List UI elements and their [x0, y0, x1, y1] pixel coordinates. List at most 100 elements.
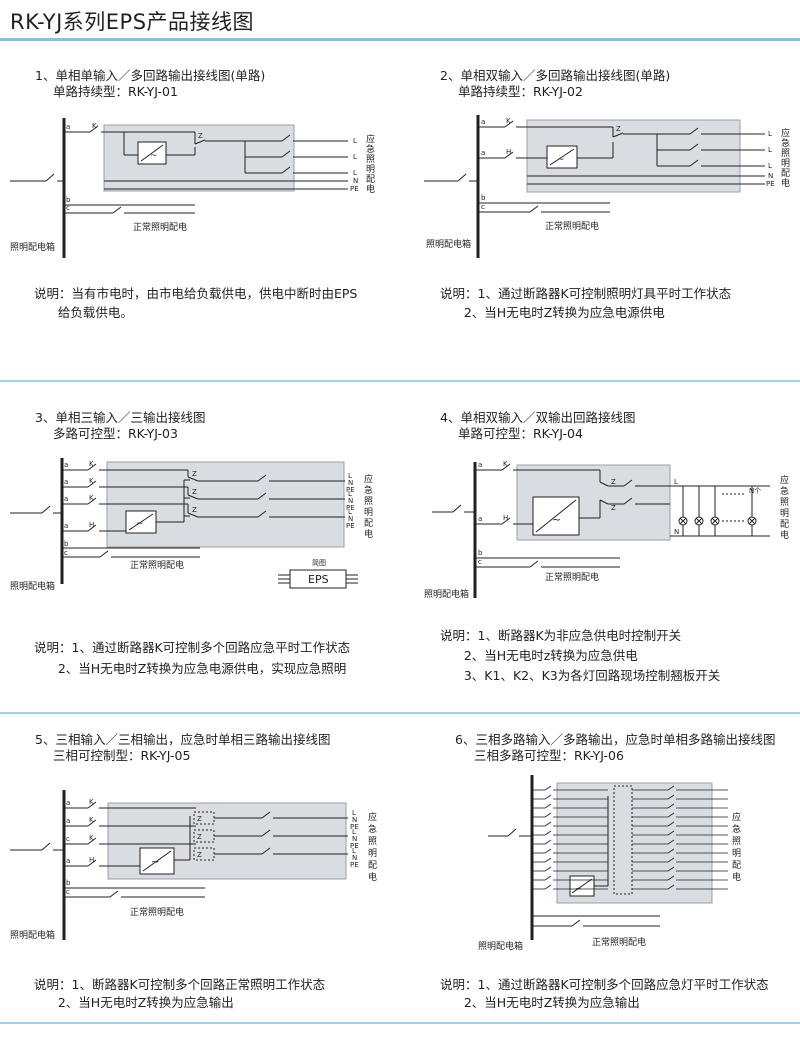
svg-text:明: 明	[368, 848, 377, 859]
svg-text:c: c	[478, 558, 482, 566]
svg-text:a: a	[64, 478, 68, 486]
svg-text:N: N	[348, 497, 353, 505]
svg-text:~: ~	[150, 151, 158, 161]
svg-text:应: 应	[732, 811, 741, 823]
svg-text:急: 急	[780, 485, 789, 497]
svg-text:应: 应	[366, 133, 375, 145]
svg-text:b: b	[66, 196, 71, 204]
section-6-note-2: 2、当H无电时Z转换为应急输出	[440, 995, 640, 1010]
svg-text:Z: Z	[197, 833, 202, 841]
svg-text:照: 照	[368, 836, 377, 847]
svg-text:PE: PE	[346, 504, 355, 512]
normal-lighting-label: 正常照明配电	[545, 220, 599, 232]
svg-text:c: c	[64, 549, 68, 557]
svg-text:K: K	[89, 460, 94, 468]
svg-text:a: a	[64, 461, 68, 469]
normal-lighting-label: 正常照明配电	[545, 571, 599, 583]
svg-text:电: 电	[366, 183, 375, 195]
svg-text:照: 照	[364, 496, 373, 507]
section-6-title: 6、三相多路输入／多路输出，应急时单相多路输出接线图	[455, 732, 776, 747]
section-2-subtitle: 单路持续型：RK-YJ-02	[458, 84, 583, 99]
svg-text:Z: Z	[611, 478, 616, 486]
svg-text:a: a	[481, 149, 485, 157]
svg-text:~: ~	[575, 884, 582, 893]
section-2-note-1: 说明：1、通过断路器K可控制照明灯具平时工作状态	[440, 286, 732, 301]
section-3-title: 3、单相三输入／三输出接线图	[35, 410, 206, 425]
eps-icon-text: EPS	[308, 573, 329, 586]
distribution-box-label: 照明配电箱	[478, 940, 523, 952]
svg-text:L: L	[352, 828, 356, 836]
svg-text:a: a	[66, 857, 70, 865]
svg-text:a: a	[478, 515, 482, 523]
svg-text:Z: Z	[197, 851, 202, 859]
section-6-note-1: 说明：1、通过断路器K可控制多个回路应急灯平时工作状态	[440, 977, 769, 992]
svg-text:PE: PE	[350, 823, 359, 831]
section-divider	[0, 380, 800, 382]
svg-text:急: 急	[781, 137, 790, 149]
section-1-note-1: 说明：当有市电时，由市电给负载供电，供电中断时由EPS	[34, 286, 358, 301]
section-5-note-1: 说明：1、断路器K可控制多个回路正常照明工作状态	[34, 977, 326, 992]
svg-text:PE: PE	[346, 486, 355, 494]
svg-text:L: L	[353, 153, 357, 161]
svg-text:K: K	[503, 460, 508, 468]
section-1-title: 1、单相单输入／多回路输出接线图(单路)	[35, 68, 266, 83]
distribution-box-label: 照明配电箱	[424, 588, 469, 600]
section-4-note-1: 说明：1、断路器K为非应急供电时控制开关	[440, 628, 682, 643]
svg-text:H: H	[89, 856, 94, 864]
svg-text:PE: PE	[346, 522, 355, 530]
section-3-note-1: 说明：1、通过断路器K可控制多个回路应急平时工作状态	[34, 640, 351, 655]
svg-text:急: 急	[368, 823, 377, 835]
svg-text:a: a	[478, 461, 482, 469]
svg-text:配: 配	[780, 519, 789, 530]
svg-text:N: N	[768, 172, 773, 180]
svg-text:H: H	[506, 148, 511, 156]
eps-icon-caption: 简图	[312, 558, 326, 567]
normal-lighting-label: 正常照明配电	[130, 906, 184, 918]
svg-text:a: a	[64, 495, 68, 503]
svg-text:PE: PE	[350, 842, 359, 850]
svg-text:~: ~	[151, 857, 159, 868]
svg-text:c: c	[66, 204, 70, 212]
section-1-note-2: 给负载供电。	[34, 305, 133, 320]
svg-text:N: N	[674, 528, 679, 536]
svg-text:b: b	[66, 879, 71, 887]
svg-text:Z: Z	[197, 815, 202, 823]
svg-text:配: 配	[366, 174, 375, 185]
svg-text:a: a	[66, 123, 70, 131]
svg-text:K: K	[89, 494, 94, 502]
svg-text:照: 照	[366, 154, 375, 165]
svg-text:明: 明	[781, 158, 790, 169]
section-divider	[0, 712, 800, 714]
section-6-subtitle: 三相多路可控型：RK-YJ-06	[474, 748, 624, 763]
section-2-title: 2、单相双输入／多回路输出接线图(单路)	[440, 68, 671, 83]
svg-text:L: L	[353, 137, 357, 145]
svg-text:c: c	[66, 888, 70, 896]
svg-text:L: L	[768, 146, 772, 154]
svg-text:~: ~	[552, 513, 561, 526]
emergency-label: 应急 照明 配电	[781, 127, 790, 189]
page-title: RK-YJ系列EPS产品接线图	[10, 10, 255, 34]
svg-text:N: N	[348, 479, 353, 487]
svg-text:L: L	[352, 809, 356, 817]
svg-text:K: K	[506, 117, 511, 125]
distribution-box-label: 照明配电箱	[10, 580, 55, 592]
svg-text:照: 照	[781, 148, 790, 159]
section-4-title: 4、单相双输入／双输出回路接线图	[440, 410, 636, 425]
svg-text:L: L	[348, 472, 352, 480]
svg-text:L: L	[768, 130, 772, 138]
svg-text:Z: Z	[616, 125, 621, 133]
svg-text:L: L	[348, 508, 352, 516]
section-3-subtitle: 多路可控型：RK-YJ-03	[53, 426, 178, 441]
svg-text:L: L	[674, 478, 678, 486]
section-5-note-2: 2、当H无电时Z转换为应急输出	[34, 995, 234, 1010]
svg-text:明: 明	[732, 848, 741, 859]
normal-lighting-label: 正常照明配电	[133, 221, 187, 233]
svg-text:应: 应	[364, 473, 373, 485]
emergency-label: 应急 照明 配电	[364, 473, 373, 540]
emergency-label: 应急 照明 配电	[368, 811, 377, 883]
svg-text:配: 配	[781, 168, 790, 179]
